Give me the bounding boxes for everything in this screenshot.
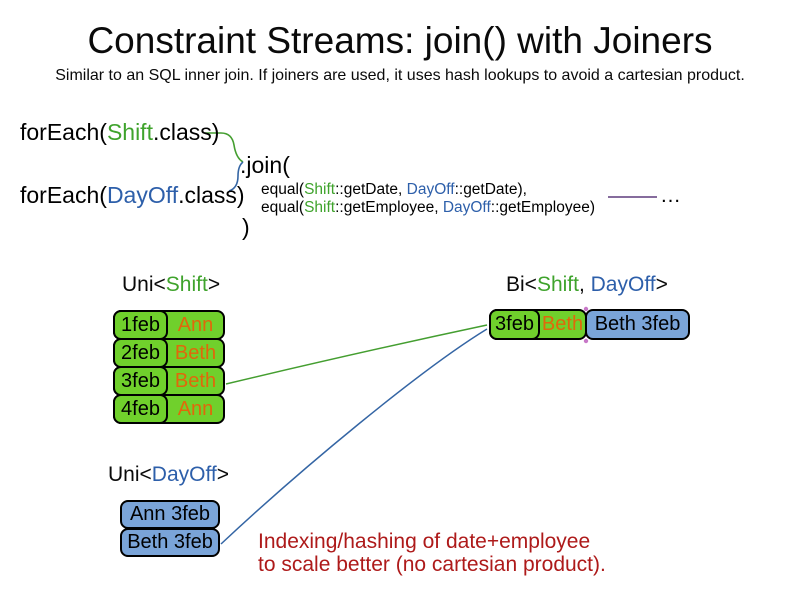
- dayoff-class-token: DayOff: [442, 199, 491, 216]
- shift-employee-cell: Beth: [174, 369, 217, 392]
- shift-row: 3feb Beth: [113, 366, 225, 396]
- shift-employee-cell: Ann: [177, 397, 214, 420]
- page-title: Constraint Streams: join() with Joiners: [87, 20, 713, 61]
- dayoff-to-bi-blue-line: [220, 328, 488, 545]
- dayoff-class-token: DayOff: [406, 181, 455, 198]
- indexing-note-line1: Indexing/hashing of date+employee: [258, 530, 591, 553]
- code-foreach-dayoff: forEach(DayOff.class): [20, 182, 245, 209]
- shift-date-cell: 2feb: [113, 338, 168, 368]
- shift-date-cell: 1feb: [113, 310, 168, 340]
- page-subtitle: Similar to an SQL inner join. If joiners…: [55, 67, 745, 84]
- uni-shift-label: Uni<Shift>: [122, 273, 220, 297]
- code-joiner-date: equal(Shift::getDate, DayOff::getDate),: [261, 181, 527, 199]
- shift-type-token: Shift: [165, 273, 208, 296]
- code-join-close: ): [242, 214, 250, 240]
- code-join-open: .join(: [240, 152, 290, 178]
- code-text: forEach(: [20, 182, 107, 208]
- uni-dayoff-table: Ann 3feb Beth 3feb: [120, 500, 220, 557]
- dayoff-class-token: DayOff: [106, 182, 179, 208]
- bi-shift-employee-cell: Beth: [541, 313, 584, 335]
- shift-class-token: Shift: [106, 119, 153, 145]
- shift-date-cell: 3feb: [113, 366, 168, 396]
- shift-class-token: Shift: [304, 199, 336, 216]
- label-text: Uni<: [122, 273, 166, 296]
- more-joiners-ellipsis: …: [660, 184, 683, 207]
- shift-date-cell: 4feb: [113, 394, 168, 424]
- shift-to-bi-green-line: [225, 324, 488, 385]
- shift-type-token: Shift: [536, 273, 579, 296]
- shift-employee-cell: Ann: [177, 313, 214, 336]
- label-text: >: [207, 273, 221, 296]
- code-text: ::getDate),: [454, 181, 527, 198]
- shift-row: 1feb Ann: [113, 310, 225, 340]
- label-text: >: [216, 463, 230, 486]
- code-text: equal(: [261, 181, 305, 198]
- label-text: Uni<: [108, 463, 152, 486]
- glue-point-dot-bottom: [583, 338, 589, 344]
- code-joiner-employee: equal(Shift::getEmployee, DayOff::getEmp…: [261, 199, 595, 217]
- shift-row: 4feb Ann: [113, 394, 225, 424]
- uni-shift-table: 1feb Ann 2feb Beth 3feb Beth 4feb Ann: [113, 310, 225, 424]
- code-text: forEach(: [20, 119, 107, 145]
- label-text: >: [655, 273, 668, 296]
- uni-dayoff-label: Uni<DayOff>: [108, 463, 229, 487]
- bi-dayoff-part: Beth 3feb: [585, 309, 690, 340]
- code-text: equal(: [261, 199, 305, 216]
- code-text: ::getEmployee,: [335, 199, 443, 216]
- indexing-note-line2: to scale better (no cartesian product).: [258, 553, 606, 576]
- label-text: ,: [578, 273, 591, 296]
- shift-row: 2feb Beth: [113, 338, 225, 368]
- bi-shift-part: 3feb Beth: [489, 309, 587, 340]
- code-text: .class): [178, 182, 245, 208]
- indexing-note: Indexing/hashing of date+employee to sca…: [258, 530, 606, 576]
- code-text: ::getEmployee): [490, 199, 596, 216]
- code-text: .class): [152, 119, 220, 145]
- dayoff-type-token: DayOff: [590, 273, 656, 296]
- dayoff-type-token: DayOff: [151, 463, 217, 486]
- dayoff-row: Ann 3feb: [120, 500, 220, 529]
- bi-label: Bi<Shift, DayOff>: [506, 273, 668, 297]
- shift-employee-cell: Beth: [174, 341, 217, 364]
- shift-class-token: Shift: [304, 181, 336, 198]
- label-text: Bi<: [506, 273, 537, 296]
- code-text: ::getDate,: [335, 181, 407, 198]
- bi-shift-date-cell: 3feb: [489, 309, 540, 340]
- dayoff-row: Beth 3feb: [120, 528, 220, 557]
- code-foreach-shift: forEach(Shift.class): [20, 119, 219, 146]
